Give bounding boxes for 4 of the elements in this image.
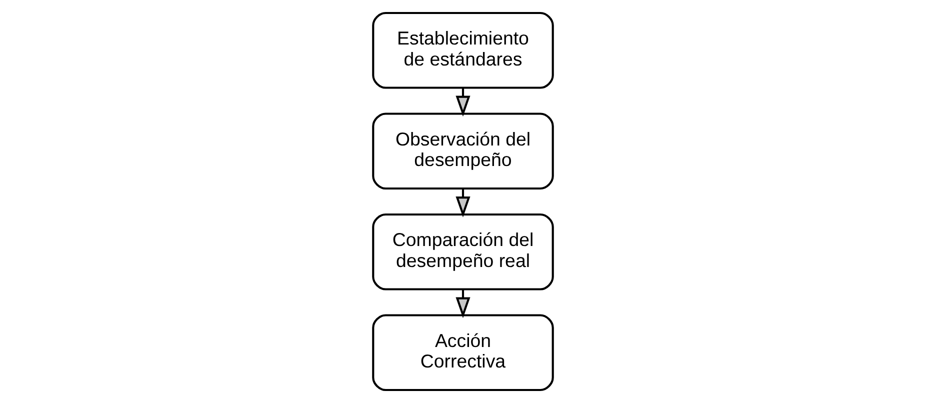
node-box: Acción Correctiva	[372, 314, 554, 392]
node-box: Observación del desempeño	[372, 112, 554, 190]
node-box: Establecimiento de estándares	[372, 12, 554, 89]
node-box: Comparación del desempeño real	[372, 213, 554, 290]
